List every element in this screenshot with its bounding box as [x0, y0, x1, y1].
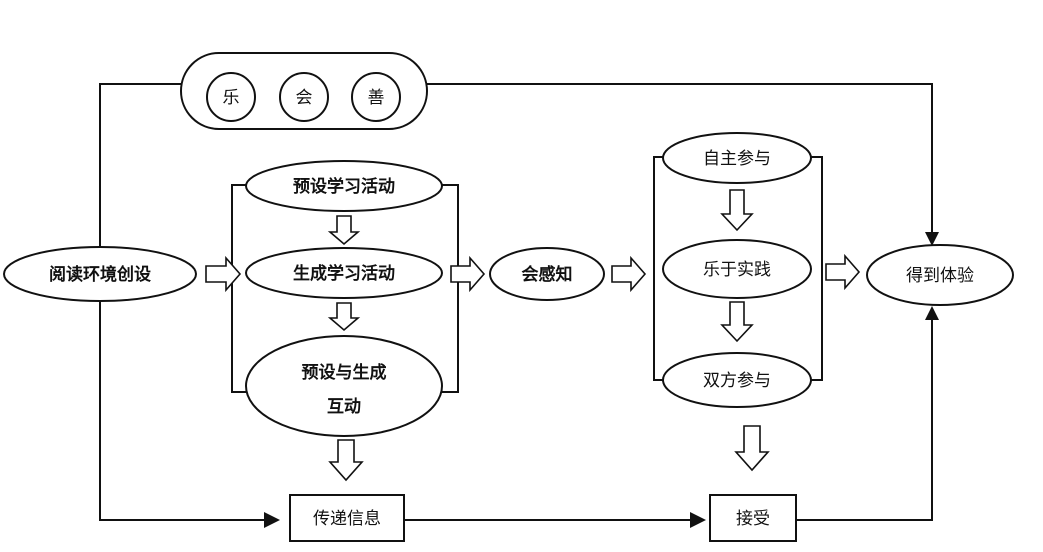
node-experience	[866, 244, 1014, 306]
node-interaction-label-line1: 预设与生成	[302, 362, 387, 383]
hollow-arrow-generated-to-interaction	[327, 302, 361, 332]
node-interaction-label-line2: 互动	[327, 397, 361, 417]
top-loop-line-left	[99, 83, 183, 248]
node-transmit-info	[289, 494, 405, 542]
hollow-arrow-preset-to-generated	[327, 215, 361, 246]
left-group-bracket-left	[231, 184, 250, 393]
hollow-arrow-activity-to-perceive	[450, 255, 486, 293]
arrowhead-down-experience	[925, 232, 939, 246]
circle-shan	[351, 72, 401, 122]
node-accept	[709, 494, 797, 542]
node-generated-activity-label: 生成学习活动	[293, 263, 395, 284]
hollow-arrow-both-to-accept	[734, 425, 770, 472]
circle-hui-label: 会	[296, 88, 313, 108]
node-experience-label: 得到体验	[906, 266, 974, 286]
circle-le-label: 乐	[223, 88, 240, 108]
circle-le	[206, 72, 256, 122]
right-group-bracket-right	[806, 156, 823, 381]
line-accept-to-experience	[796, 320, 933, 521]
circle-hui	[279, 72, 329, 122]
node-self-participation	[662, 132, 812, 184]
node-generated-activity	[245, 247, 443, 299]
hollow-arrow-interaction-to-transmit	[328, 439, 364, 482]
node-accept-label: 接受	[736, 509, 770, 529]
node-enjoy-practice	[662, 239, 812, 299]
hollow-arrow-practice-to-experience	[825, 253, 861, 291]
node-enjoy-practice-label: 乐于实践	[703, 260, 771, 280]
node-preset-activity	[245, 160, 443, 212]
hollow-arrow-perceive-to-practice	[611, 255, 647, 293]
node-both-participation-label: 双方参与	[703, 371, 771, 391]
hollow-arrow-env-to-activity	[205, 255, 242, 293]
node-transmit-info-label: 传递信息	[313, 509, 381, 529]
left-group-bracket-right	[440, 184, 459, 393]
arrowhead-up-experience	[925, 306, 939, 320]
arrowhead-right-accept	[690, 512, 706, 528]
bottom-line-to-transmit	[99, 300, 270, 521]
node-reading-env	[3, 246, 197, 302]
circle-shan-label: 善	[368, 88, 385, 108]
node-interaction	[245, 335, 443, 437]
hollow-arrow-practice-to-both	[720, 301, 754, 343]
node-preset-activity-label: 预设学习活动	[293, 176, 395, 197]
node-perceive	[489, 247, 605, 301]
node-perceive-label: 会感知	[522, 264, 573, 285]
right-group-bracket-left	[653, 156, 668, 381]
top-loop-line-right	[425, 83, 933, 234]
node-reading-env-label: 阅读环境创设	[49, 264, 151, 285]
arrowhead-right-transmit	[264, 512, 280, 528]
hollow-arrow-self-to-practice	[720, 189, 754, 232]
node-self-participation-label: 自主参与	[703, 149, 771, 169]
node-both-participation	[662, 352, 812, 408]
